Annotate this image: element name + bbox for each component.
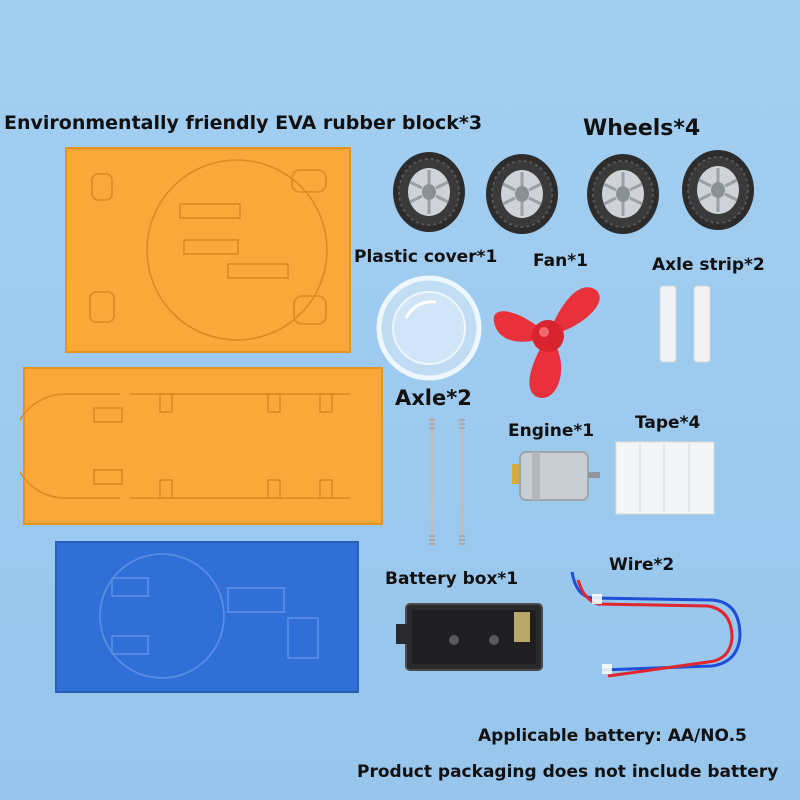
wheel-4 <box>682 150 754 230</box>
eva-orange-block-1 <box>65 147 351 353</box>
eva-label: Environmentally friendly EVA rubber bloc… <box>4 112 483 134</box>
eva-blue-block <box>55 541 359 693</box>
engine-motor <box>512 451 600 501</box>
battery-note: Applicable battery: AA/NO.5 <box>478 726 747 746</box>
packaging-note: Product packaging does not include batte… <box>357 762 779 782</box>
fan <box>493 287 600 398</box>
axle-strip-label: Axle strip*2 <box>652 255 765 275</box>
wheels-label: Wheels*4 <box>583 116 701 141</box>
wheel-1 <box>393 152 465 232</box>
tape-pieces <box>615 441 715 515</box>
wire-label: Wire*2 <box>609 555 675 575</box>
wheel-2 <box>486 154 558 234</box>
axle-label: Axle*2 <box>395 386 472 410</box>
axle-strips <box>659 285 711 363</box>
axles <box>429 418 465 546</box>
battery-box <box>396 603 543 671</box>
eva-orange-block-2 <box>20 367 383 525</box>
wheel-3 <box>587 154 659 234</box>
wires <box>570 571 742 678</box>
fan-label: Fan*1 <box>533 251 588 271</box>
plastic-cover <box>376 275 482 381</box>
engine-label: Engine*1 <box>508 421 595 441</box>
plastic-cover-label: Plastic cover*1 <box>354 247 498 267</box>
tape-label: Tape*4 <box>635 413 701 433</box>
battery-box-label: Battery box*1 <box>385 569 519 589</box>
